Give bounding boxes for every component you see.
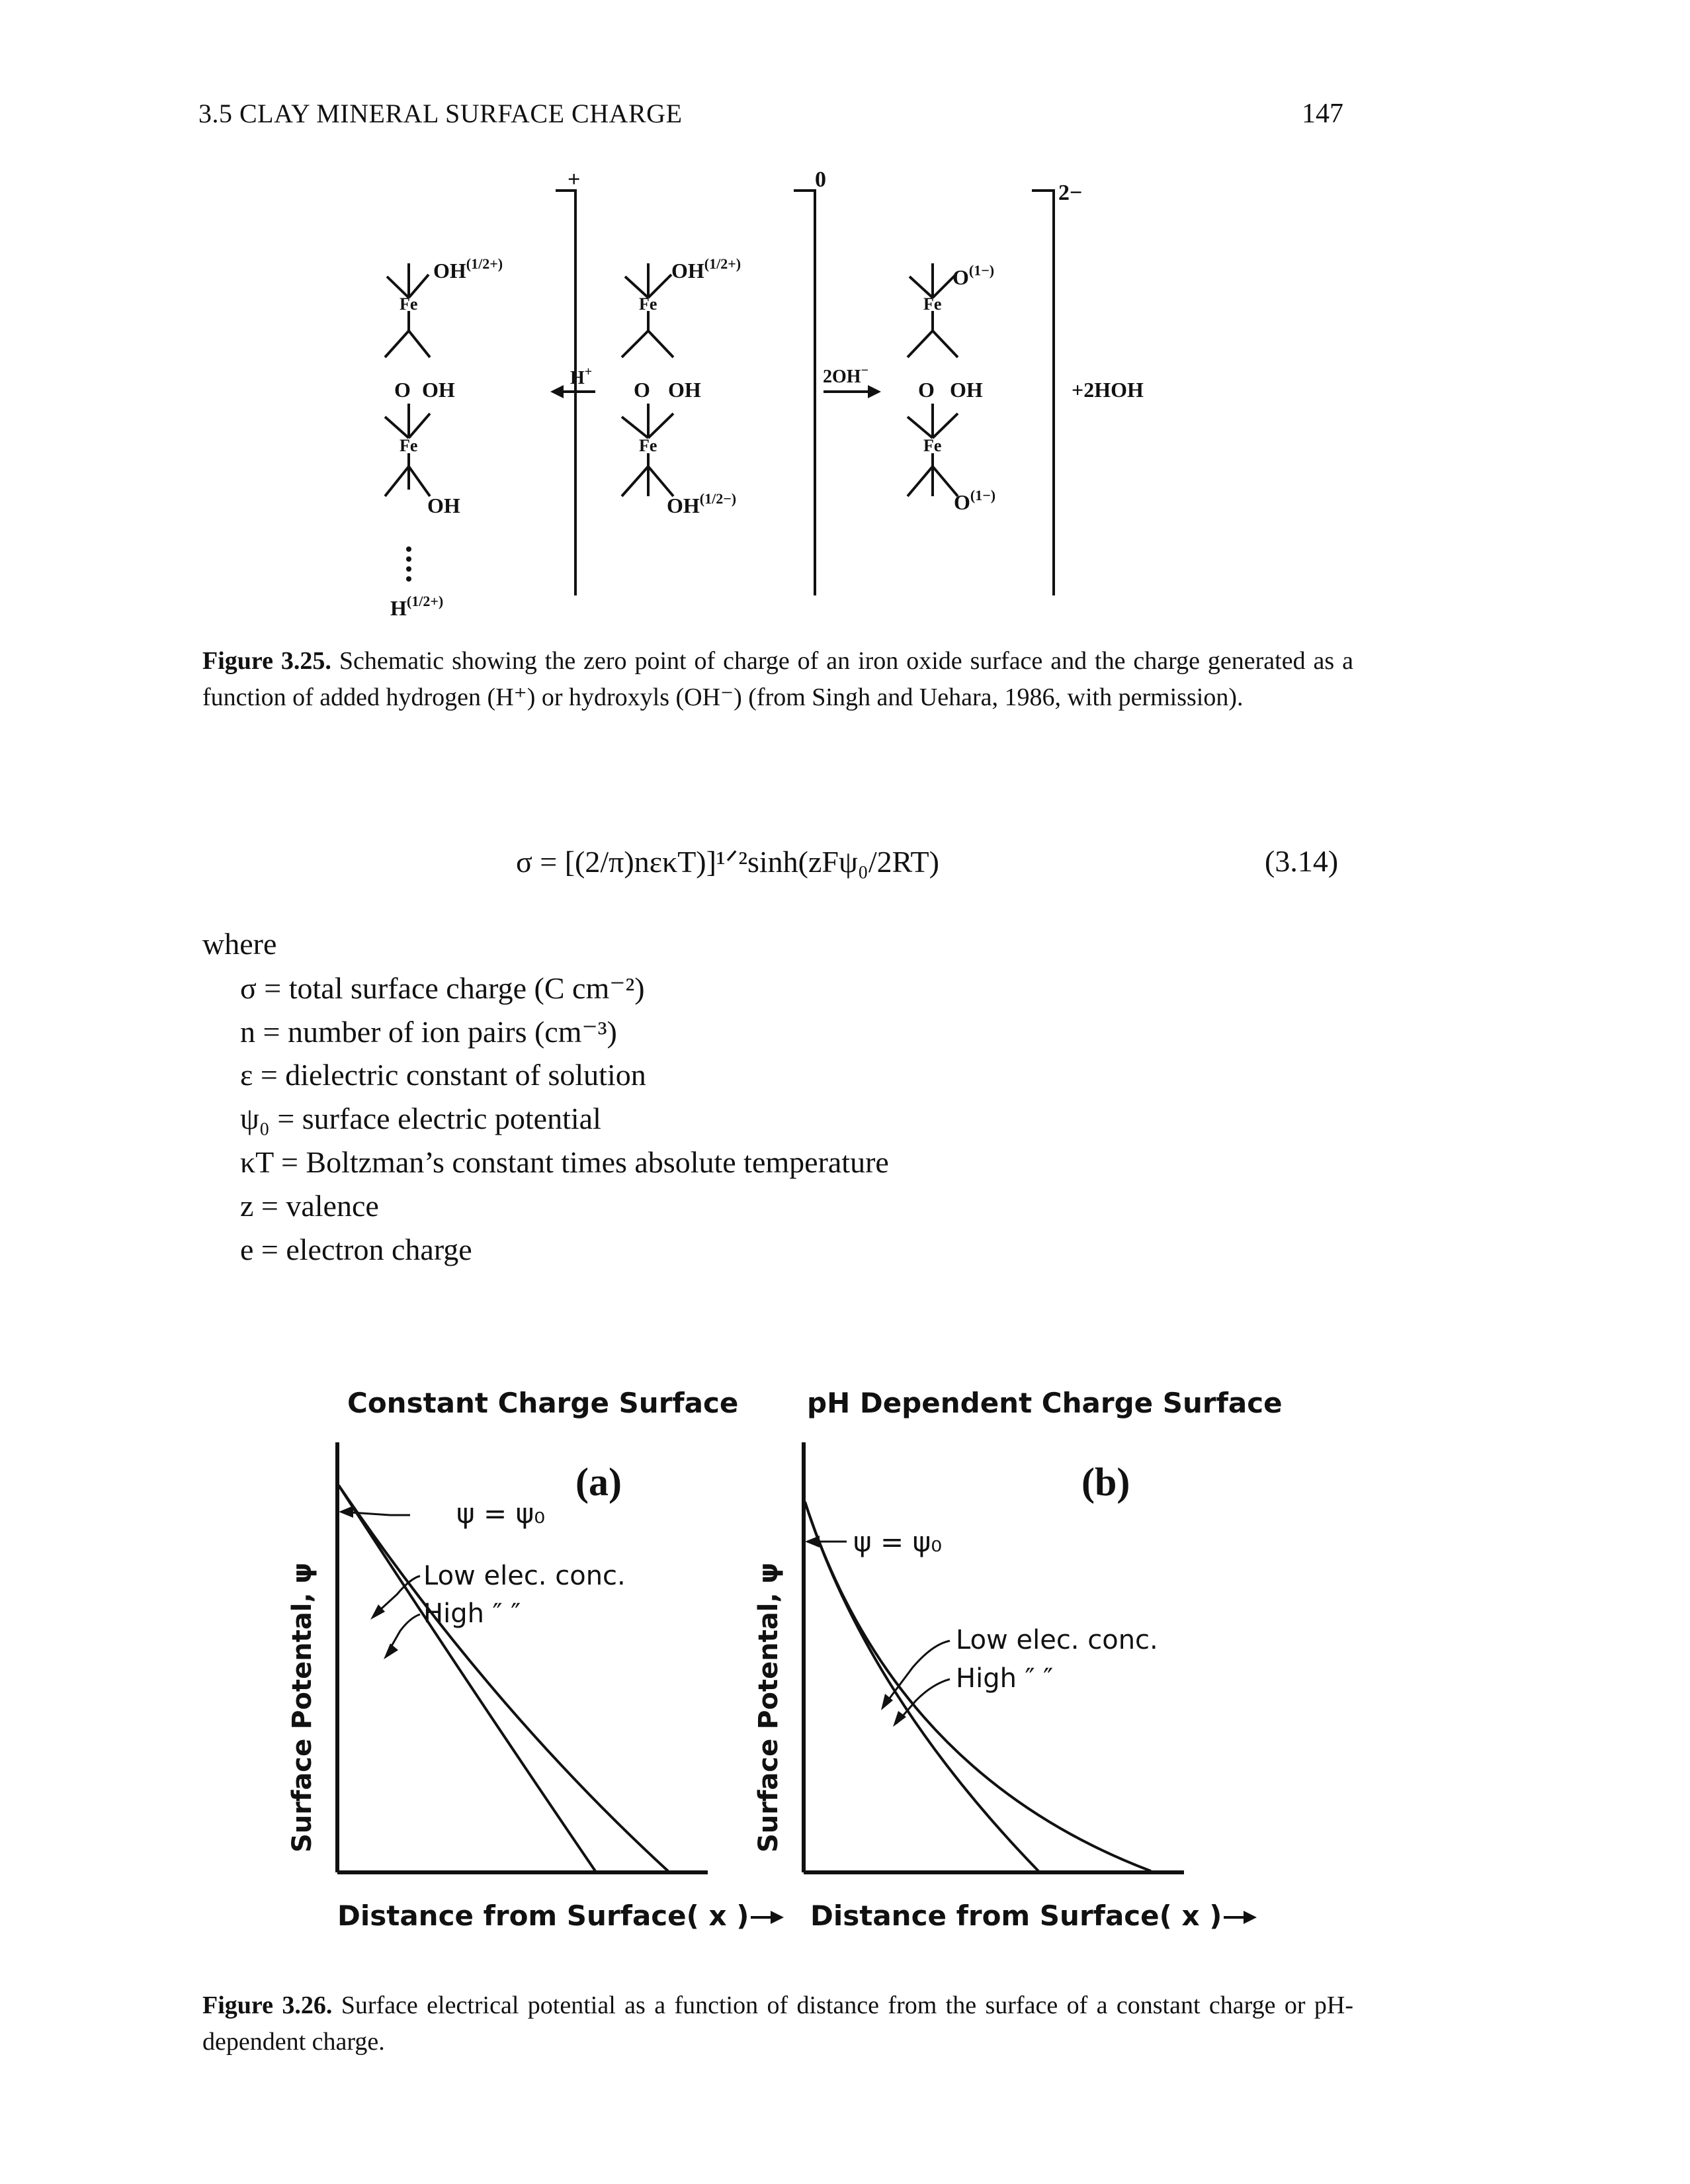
running-head: 3.5 CLAY MINERAL SURFACE CHARGE	[198, 99, 683, 128]
charge-two-minus: 2−	[1058, 181, 1082, 205]
panel-a-y-label: Surface Potental, ψ	[287, 1563, 317, 1853]
svg-text:OH(1/2+): OH(1/2+)	[433, 255, 503, 283]
equation-number: (3.14)	[1265, 844, 1339, 878]
panel-b-high-label: High ″ ″	[956, 1663, 1053, 1694]
label-oh: OH	[667, 494, 700, 517]
figure-3-26: Constant Charge Surface pH Dependent Cha…	[287, 1387, 1283, 1932]
label-h: H	[390, 596, 407, 620]
reagent-h: H	[570, 368, 585, 388]
bracket-left	[556, 189, 577, 595]
charge-zero: 0	[815, 167, 826, 192]
definition-n: n = number of ion pairs (cm⁻³)	[240, 1015, 617, 1049]
label-oh: OH	[671, 259, 704, 283]
panel-b-letter: (b)	[1081, 1460, 1130, 1504]
definition-z: z = valence	[240, 1189, 379, 1223]
label-oh-sup: (1/2+)	[704, 255, 741, 272]
caption-text: Schematic showing the zero point of char…	[202, 647, 1354, 711]
svg-text:O(1−): O(1−)	[954, 487, 995, 514]
caption-label: Figure 3.25.	[202, 647, 331, 675]
panel-a-low-label: Low elec. conc.	[423, 1561, 626, 1591]
label-fe: Fe	[400, 436, 417, 455]
label-o-sup: (1−)	[970, 487, 995, 503]
panel-b-y-label: Surface Potental, ψ	[753, 1563, 784, 1853]
bracket-middle	[794, 189, 816, 595]
label-fe: Fe	[639, 436, 657, 455]
panel-a-curve-high	[337, 1484, 597, 1872]
panel-a-curve-low	[337, 1484, 669, 1872]
definition-e: e = electron charge	[240, 1233, 472, 1266]
definition-epsilon: ε = dielectric constant of solution	[240, 1058, 646, 1092]
panel-a-x-arrow-icon	[771, 1911, 784, 1924]
label-oh: OH	[427, 494, 460, 517]
panel-b-x-label: Distance from Surface( x )	[810, 1900, 1222, 1932]
label-fe: Fe	[400, 294, 417, 314]
label-product: +2HOH	[1072, 378, 1144, 402]
panel-a-high-label: High ″ ″	[423, 1598, 521, 1629]
definition-psi: ψ₀ = surface electric potential	[240, 1102, 601, 1135]
label-oh: OH	[950, 378, 983, 402]
svg-text:2OH−: 2OH−	[823, 363, 868, 387]
label-o: O	[634, 378, 650, 402]
label-h-sup: (1/2+)	[407, 593, 443, 609]
label-fe: Fe	[639, 294, 657, 314]
figure-3-25-caption: Figure 3.25. Schematic showing the zero …	[202, 643, 1353, 716]
equation: σ = [(2/π)nεκT)]¹ᐟ²sinh(zFψ₀/2RT)	[516, 845, 939, 879]
label-fe: Fe	[923, 294, 941, 314]
svg-text:H+: H+	[570, 365, 592, 388]
panel-a-letter: (a)	[575, 1460, 622, 1504]
label-o: O	[394, 378, 411, 402]
caption-label: Figure 3.26.	[202, 1991, 333, 2019]
label-oh: OH	[433, 259, 466, 283]
reagent-oh: 2OH	[823, 367, 861, 387]
reagent-oh-sup: −	[861, 363, 868, 378]
panel-b-x-arrow-icon	[1244, 1911, 1257, 1924]
label-oh: OH	[422, 378, 455, 402]
label-oh-sup: (1/2−)	[700, 490, 736, 507]
caption-text: Surface electrical potential as a functi…	[202, 1991, 1354, 2056]
reagent-h-sup: +	[585, 365, 592, 379]
label-o: O	[954, 490, 970, 514]
definition-kt: κT = Boltzman’s constant times absolute …	[240, 1145, 889, 1179]
bracket-right	[1032, 189, 1055, 595]
panel-b-low-label: Low elec. conc.	[956, 1625, 1158, 1655]
definition-sigma: σ = total surface charge (C cm⁻²)	[240, 971, 645, 1005]
figure-3-26-caption: Figure 3.26. Surface electrical potentia…	[202, 1987, 1353, 2060]
label-o: O	[952, 265, 969, 289]
where-label: where	[202, 927, 277, 961]
page-number: 147	[1302, 99, 1343, 129]
panel-a-x-label: Distance from Surface( x )	[337, 1900, 749, 1932]
label-oh-sup: (1/2+)	[466, 255, 503, 272]
panel-a-title: Constant Charge Surface	[347, 1387, 738, 1419]
panel-a-psi-label: ψ = ψ₀	[456, 1497, 545, 1530]
svg-text:O(1−): O(1−)	[952, 262, 994, 289]
panel-b-title: pH Dependent Charge Surface	[807, 1387, 1283, 1419]
svg-text:OH(1/2+): OH(1/2+)	[671, 255, 741, 283]
label-o-sup: (1−)	[969, 262, 994, 279]
panel-b-curve-low	[804, 1501, 1152, 1872]
panel-b-psi-label: ψ = ψ₀	[853, 1526, 942, 1558]
charge-plus: +	[568, 167, 580, 192]
label-o: O	[918, 378, 935, 402]
svg-text:OH(1/2−): OH(1/2−)	[667, 490, 736, 517]
svg-text:H(1/2+): H(1/2+)	[390, 593, 443, 620]
label-oh: OH	[668, 378, 701, 402]
figure-3-25-schematic: + 0 2− OH(1/2+) Fe O OH Fe OH H(1/2+) H+…	[384, 167, 1144, 620]
label-fe: Fe	[923, 436, 941, 455]
